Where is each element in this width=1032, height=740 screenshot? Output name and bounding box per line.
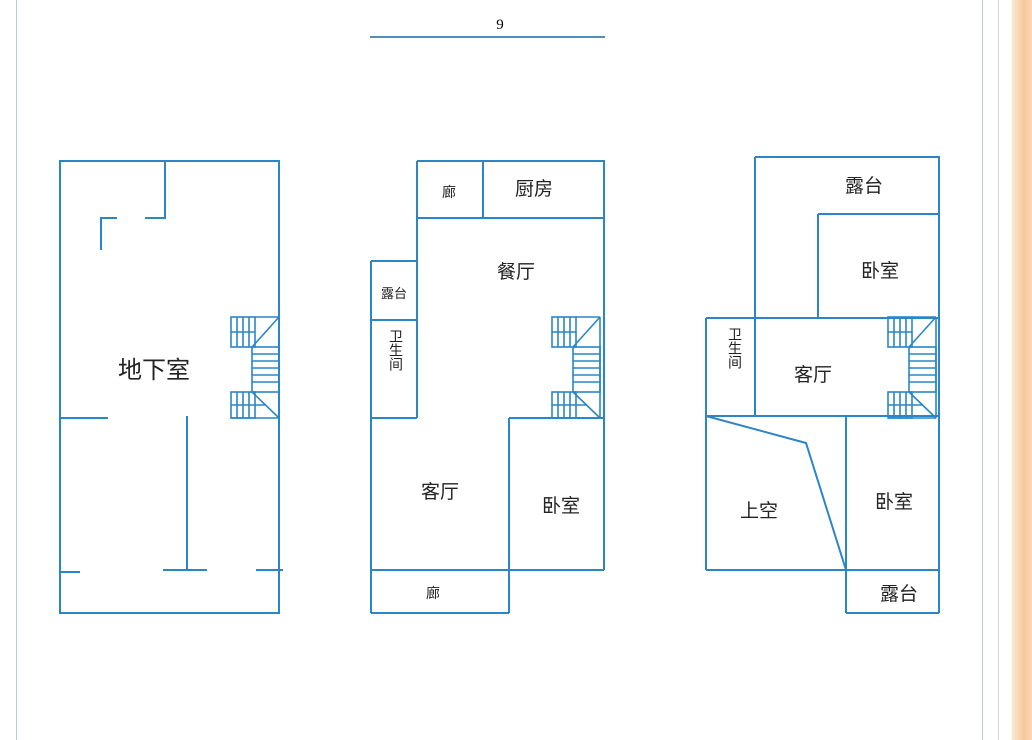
room-label: 露台 [880,583,918,605]
room-label: 卫生间 [387,329,403,372]
staircase-icon [887,316,937,419]
room-label: 餐厅 [497,261,535,283]
room-label: 露台 [845,175,883,197]
room-label: 地下室 [118,356,190,384]
room-label: 客厅 [794,364,832,386]
room-label: 露台 [381,287,407,302]
staircase-icon [230,316,280,419]
window-border [998,0,999,740]
room-label: 卧室 [875,491,913,513]
room-label: 厨房 [515,178,553,200]
room-label: 上空 [740,500,778,522]
room-label: 廊 [442,184,456,201]
staircase-icon [551,316,601,419]
room-label: 卧室 [861,260,899,282]
header-rule [370,36,605,38]
page-number: 9 [496,17,504,33]
second-floor-plan [705,156,940,614]
first-floor-plan [370,160,605,614]
side-scroll-strip [1012,0,1032,740]
room-label: 卧室 [542,495,580,517]
basement-plan [59,160,283,614]
room-label: 客厅 [421,481,459,503]
room-label: 卫生间 [726,327,742,370]
page-border-right [982,0,983,740]
page-border-left [16,0,17,740]
room-label: 廊 [426,585,440,602]
